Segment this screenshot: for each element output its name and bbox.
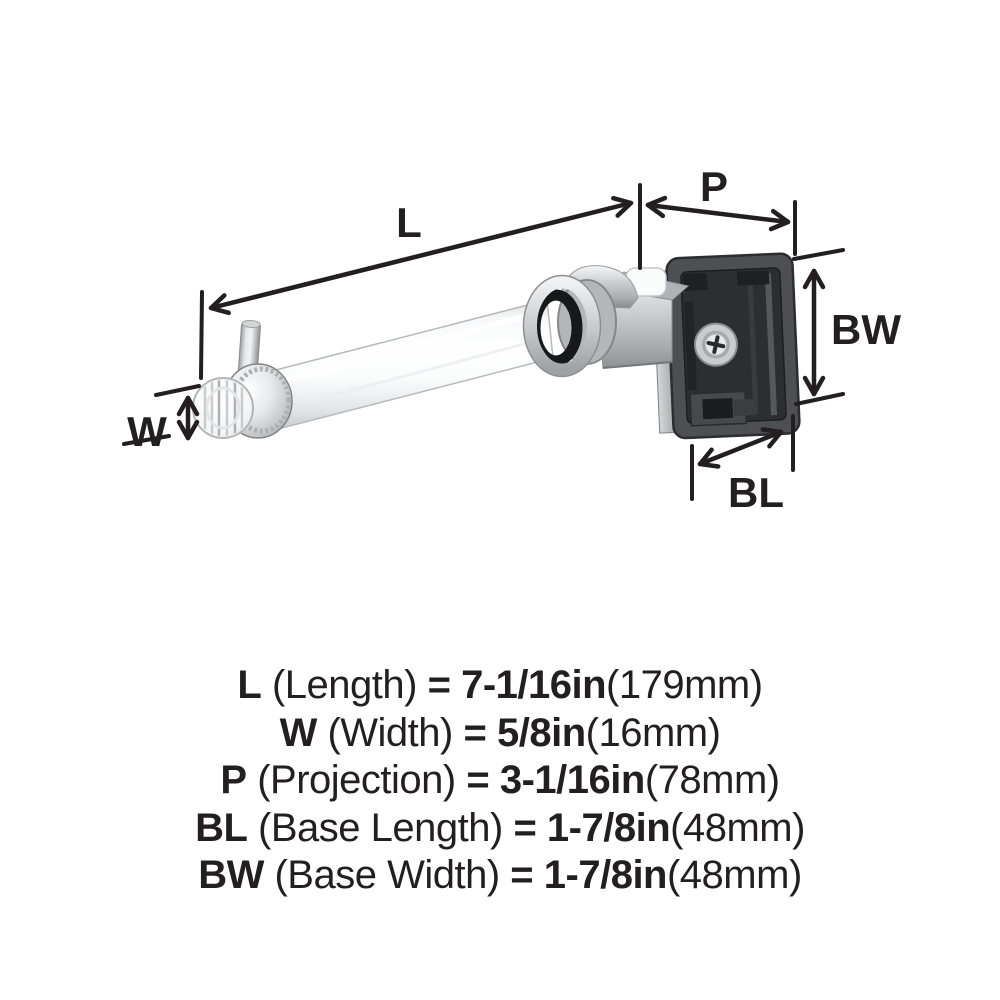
spec-equals: = <box>463 710 487 755</box>
dim-base-length-arrow <box>697 427 784 469</box>
spec-value: 5/8in <box>496 710 586 755</box>
spec-label: BW <box>198 853 264 898</box>
dim-length-ext-left <box>199 290 204 380</box>
spec-value: 1-7/8in <box>543 853 668 898</box>
spec-equals: = <box>510 853 534 898</box>
spec-metric: (179mm) <box>606 663 763 707</box>
spec-name: (Projection) <box>257 758 456 803</box>
spec-name: (Base Width) <box>274 853 500 898</box>
spec-metric: (48mm) <box>670 805 805 850</box>
dim-length: L <box>199 183 642 380</box>
dim-base-width-tick-bottom <box>794 392 845 406</box>
spec-name: (Length) <box>271 663 417 707</box>
fluted-knob <box>192 377 254 439</box>
diagram-canvas: L P BW BL W <box>122 163 901 516</box>
dim-width-tick-top <box>154 384 201 397</box>
dim-length-arrow <box>208 195 634 316</box>
spec-name: (Base Length) <box>258 805 503 850</box>
spec-label: L <box>237 663 262 707</box>
spec-row-length: L (Length) = 7-1/16in(179mm) <box>0 662 1000 710</box>
plate-bottom-clip <box>689 390 757 427</box>
hanging-pin <box>237 319 261 375</box>
dim-base-width-tick-top <box>792 248 845 261</box>
dimension-specs: L (Length) = 7-1/16in(179mm) W (Width) =… <box>0 662 1000 900</box>
spec-row-base-length: BL (Base Length) = 1-7/8in(48mm) <box>0 805 1000 853</box>
dim-width-label: W <box>127 408 167 455</box>
dim-base-width: BW <box>792 248 901 406</box>
phillips-cross-icon <box>706 335 726 354</box>
spec-row-projection: P (Projection) = 3-1/16in(78mm) <box>0 757 1000 805</box>
spec-row-width: W (Width) = 5/8in(16mm) <box>0 710 1000 758</box>
spec-equals: = <box>513 805 537 850</box>
spec-metric: (16mm) <box>585 710 721 755</box>
dimension-annotations: L P BW BL W <box>122 163 901 516</box>
spec-row-base-width: BW (Base Width) = 1-7/8in(48mm) <box>0 852 1000 900</box>
spec-value: 3-1/16in <box>499 758 645 803</box>
dim-base-length-label: BL <box>728 469 784 516</box>
product-dimension-diagram: L P BW BL W <box>122 163 901 516</box>
mounting-screw <box>693 322 738 367</box>
spec-value: 7-1/16in <box>461 663 607 707</box>
dim-width: W <box>122 384 201 455</box>
spec-name: (Width) <box>327 710 453 755</box>
spec-equals: = <box>427 663 451 707</box>
dim-base-width-label: BW <box>831 306 901 353</box>
dim-length-label: L <box>396 199 422 246</box>
dim-width-tick-bottom <box>122 434 171 446</box>
dim-projection: P <box>645 163 797 256</box>
product-illustration <box>192 252 801 440</box>
spec-equals: = <box>466 758 490 803</box>
spec-metric: (48mm) <box>666 853 802 898</box>
spec-value: 1-7/8in <box>546 805 671 850</box>
spec-metric: (78mm) <box>644 758 780 803</box>
spec-label: P <box>220 758 247 803</box>
end-cap <box>192 319 293 439</box>
spec-label: BL <box>195 805 248 850</box>
spec-label: W <box>279 710 318 755</box>
dim-projection-label: P <box>700 163 728 210</box>
mounting-plate <box>652 252 801 440</box>
dim-base-length: BL <box>690 414 795 516</box>
roller-tube <box>267 299 554 431</box>
dim-projection-arrow <box>645 195 791 232</box>
